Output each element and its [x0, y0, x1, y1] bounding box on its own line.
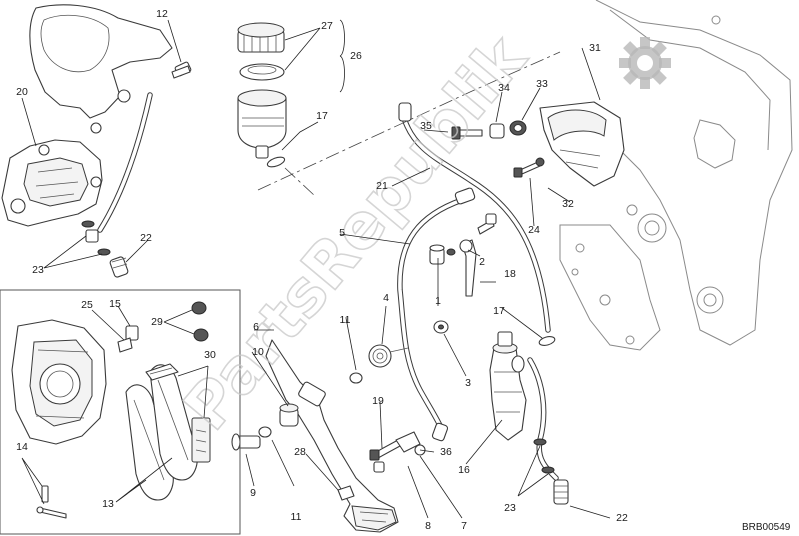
- hose-clamp-17-lower: [538, 336, 556, 346]
- callout-33: 33: [536, 78, 548, 90]
- callout-10: 10: [252, 346, 264, 358]
- brake-reservoir-26: [237, 89, 287, 159]
- watermark: PartsRepublik: [169, 20, 671, 444]
- leader-lines: [21, 19, 611, 519]
- screw-35: [451, 126, 483, 140]
- pad-kit-inset: [0, 289, 241, 535]
- callout-11-upper: 11: [340, 314, 351, 326]
- bolt-19: [369, 439, 401, 461]
- callout-31: 31: [589, 42, 601, 54]
- callout-13: 13: [102, 498, 114, 510]
- callout-16: 16: [458, 464, 470, 476]
- sensor-bracket-32: [539, 101, 625, 187]
- callout-32: 32: [562, 198, 574, 210]
- caliper-washers-23: [81, 220, 111, 256]
- callouts: 12 20 27 26 17 35 34 33 31 21 32 24 22 2…: [16, 8, 628, 532]
- brake-hose-21: [398, 102, 551, 333]
- callout-11-lower: 11: [291, 511, 302, 523]
- callout-28: 28: [294, 446, 306, 458]
- callout-6: 6: [253, 321, 259, 333]
- pedal-bushing-10: [279, 403, 299, 427]
- master-cylinder-hose-5: [397, 187, 476, 442]
- rubber-grommet-33: [509, 120, 527, 136]
- callout-24: 24: [528, 224, 540, 236]
- caps-29: [191, 301, 209, 342]
- diagram-code: BRB00549: [742, 522, 791, 533]
- callout-14: 14: [16, 441, 28, 453]
- bolt-12: [171, 61, 192, 79]
- pedal-pivot-9: [231, 433, 261, 451]
- banjo-bolt-18: [459, 239, 477, 297]
- pad-spring-30: [145, 363, 179, 381]
- washer-3: [433, 320, 449, 334]
- callout-23-left: 23: [32, 264, 44, 276]
- callout-35: 35: [420, 120, 432, 132]
- callout-29: 29: [151, 316, 163, 328]
- pin-8: [373, 461, 385, 473]
- callout-36: 36: [440, 446, 452, 458]
- callout-21: 21: [376, 180, 388, 192]
- spacer-34: [489, 123, 505, 139]
- inset-caliper: [11, 319, 107, 445]
- nut-28: [337, 485, 355, 501]
- callout-4: 4: [383, 292, 389, 304]
- caliper-bracket: [29, 4, 173, 134]
- callout-20: 20: [16, 86, 28, 98]
- gear-icon: [619, 37, 671, 89]
- callout-1: 1: [435, 295, 441, 307]
- frame-outline: [559, 0, 793, 351]
- callout-7: 7: [461, 520, 467, 532]
- callout-30: 30: [204, 349, 216, 361]
- bleed-fitting-22-left: [109, 256, 129, 278]
- washer-11: [258, 372, 363, 438]
- brake-pad-front-13: [125, 384, 174, 501]
- callout-23-right: 23: [504, 502, 516, 514]
- callout-17-lower: 17: [493, 305, 505, 317]
- caliper-hose: [97, 92, 153, 233]
- rear-master-cylinder-16: [489, 331, 527, 441]
- rear-brake-caliper: [1, 139, 103, 227]
- return-spring-4: [368, 344, 409, 368]
- callout-19: 19: [372, 395, 384, 407]
- bleed-fitting-22-right: [553, 479, 569, 505]
- pad-pin-14: [36, 485, 67, 519]
- callout-18: 18: [504, 268, 516, 280]
- reservoir-cap-27: [237, 22, 285, 53]
- callout-15: 15: [109, 298, 121, 310]
- clevis-36: [395, 431, 426, 456]
- callout-3: 3: [465, 377, 471, 389]
- washers-23-right: [533, 438, 555, 474]
- bolt-2: [477, 213, 497, 235]
- callout-8: 8: [425, 520, 431, 532]
- callout-5: 5: [339, 227, 345, 239]
- callout-22-right: 22: [616, 512, 628, 524]
- callout-27: 27: [321, 20, 333, 32]
- hose-clamp-17-top: [266, 156, 286, 168]
- reservoir-diaphragm-27: [239, 63, 285, 81]
- callout-17-top: 17: [316, 110, 328, 122]
- callout-2: 2: [479, 256, 485, 268]
- callout-22-left: 22: [140, 232, 152, 244]
- screw-24: [513, 157, 545, 178]
- callout-12: 12: [156, 8, 168, 20]
- callout-9: 9: [250, 487, 256, 499]
- callout-25: 25: [81, 299, 93, 311]
- anti-squeal-shim-30: [191, 417, 211, 463]
- callout-34: 34: [498, 82, 510, 94]
- assembly-line-1: [257, 51, 561, 191]
- hose-fitting-1: [429, 244, 456, 265]
- callout-26: 26: [350, 50, 362, 62]
- bleed-valve-15: [117, 325, 139, 353]
